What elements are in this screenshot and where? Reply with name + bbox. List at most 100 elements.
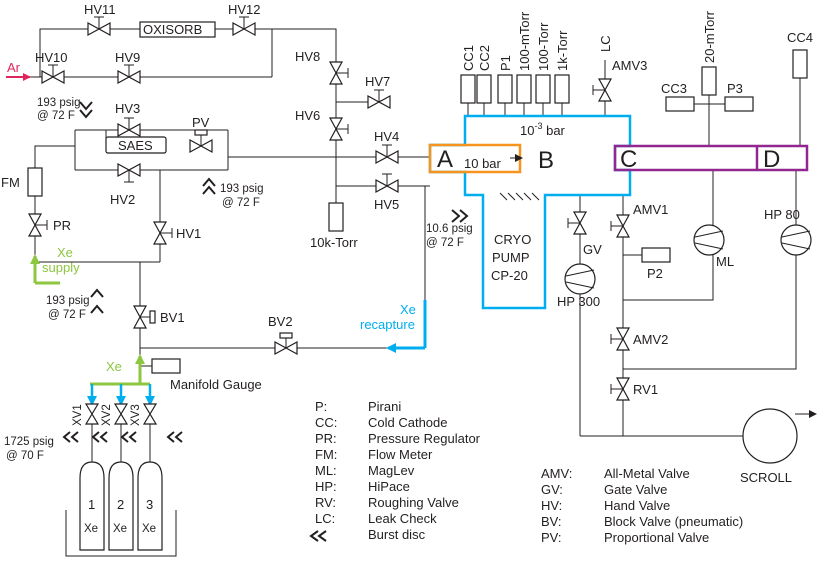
label-xv3: XV3: [130, 404, 142, 426]
label-bottle-1: 1: [88, 497, 95, 512]
top-gauges: [460, 74, 570, 116]
bar-top-exp: -3: [534, 121, 542, 131]
legend-key: CC:: [315, 415, 337, 430]
label-amv1: AMV1: [633, 202, 668, 217]
label-hv11: HV11: [84, 2, 116, 17]
label-hv7: HV7: [365, 74, 390, 89]
legend-value: Proportional Valve: [604, 530, 709, 545]
xv3-valve: [142, 403, 158, 425]
amv3-valve: [592, 78, 613, 102]
hv9-valve: [117, 64, 141, 85]
label-bottle-gas-1: Xe: [84, 523, 98, 535]
legend-key: BV:: [541, 514, 561, 529]
label-lc: LC: [598, 35, 613, 52]
label-20-mtorr: 20-mTorr: [702, 10, 717, 63]
label-1k-torr: 1k-Torr: [555, 30, 570, 71]
label-hp80: HP 80: [764, 207, 800, 222]
bar-top-base: 10: [520, 123, 534, 138]
saes-box: [105, 136, 167, 154]
label-p10-6-2: @ 72 F: [426, 237, 464, 249]
label-xe-recapture-2: recapture: [360, 317, 415, 332]
legend-value: Block Valve (pneumatic): [604, 514, 743, 529]
xv2-valve: [113, 403, 129, 425]
label-pr: PR: [53, 218, 71, 233]
label-100-torr: 100-Torr: [536, 22, 551, 71]
legend-value: Burst disc: [368, 527, 426, 542]
label-hv9: HV9: [115, 50, 140, 65]
legend-value: HiPace: [368, 479, 410, 494]
legend-key: FM:: [315, 447, 337, 462]
legend-value: Leak Check: [368, 511, 437, 526]
label-cryo-1: CRYO: [494, 232, 531, 247]
pr-valve: [27, 213, 48, 237]
label-hv2: HV2: [110, 192, 135, 207]
label-hv12: HV12: [228, 2, 261, 17]
legend-value: Cold Cathode: [368, 415, 448, 430]
hp80-pump: [780, 224, 812, 256]
hp300-pump: [564, 263, 596, 295]
label-gv: GV: [583, 242, 602, 257]
label-p193-a-2: @ 72 F: [37, 110, 75, 122]
xenon-bottles: [65, 424, 177, 557]
label-p193-b-2: @ 72 F: [222, 197, 260, 209]
legend-value: Roughing Valve: [368, 495, 459, 510]
label-hp300: HP 300: [557, 294, 600, 309]
bar-top-unit: bar: [542, 123, 565, 138]
label-ar: Ar: [7, 60, 21, 75]
legend-key: LC:: [315, 511, 335, 526]
label-p1725-2: @ 70 F: [6, 450, 44, 462]
label-bv1: BV1: [160, 310, 185, 325]
label-bottle-3: 3: [146, 497, 153, 512]
label-chamber-b: B: [538, 147, 554, 174]
valve-symbols: [27, 16, 631, 425]
label-scroll: SCROLL: [740, 470, 792, 485]
label-cc4: CC4: [787, 30, 813, 45]
label-chamber-d: D: [763, 146, 780, 173]
hv2-valve: [117, 162, 141, 183]
label-bar-top: 10-3 bar: [520, 121, 566, 138]
label-hv4: HV4: [374, 129, 399, 144]
label-hv10: HV10: [35, 50, 68, 65]
label-rv1: RV1: [633, 382, 658, 397]
label-ml: ML: [716, 254, 734, 269]
legend-value: Gate Valve: [604, 482, 667, 497]
legend-key: PR:: [315, 431, 337, 446]
hv3-valve: [117, 117, 141, 138]
label-p193-a-1: 193 psig: [37, 97, 80, 109]
bottle-feed-arrows: [87, 384, 155, 406]
twenty-mtorr-gauge: [701, 66, 717, 96]
legend-value: All-Metal Valve: [604, 466, 690, 481]
label-xe-manifold: Xe: [106, 359, 122, 374]
label-cc2: CC2: [477, 45, 492, 71]
label-100-mtorr: 100-mTorr: [517, 11, 532, 71]
label-cryo-2: PUMP: [492, 250, 530, 265]
label-xe-supply-2: supply: [42, 260, 80, 275]
label-10k-torr: 10k-Torr: [310, 235, 358, 250]
hv8-valve: [328, 61, 349, 85]
label-cc1: CC1: [461, 45, 476, 71]
label-chamber-a: A: [437, 146, 453, 173]
label-bv2: BV2: [268, 314, 293, 329]
legend-value: Pressure Regulator: [368, 431, 481, 446]
p3-gauge: [724, 96, 754, 112]
label-xv1: XV1: [72, 404, 84, 426]
label-chamber-c: C: [620, 146, 637, 173]
label-amv2: AMV2: [633, 332, 668, 347]
hv4-valve: [375, 144, 399, 165]
flow-meter-box: [27, 167, 43, 197]
burst-disc-icons: [62, 101, 469, 542]
label-oxisorb: OXISORB: [143, 22, 202, 37]
legend-key: AMV:: [541, 466, 572, 481]
label-saes: SAES: [118, 138, 153, 153]
legend-key: GV:: [541, 482, 563, 497]
label-hv6: HV6: [295, 108, 320, 123]
bv2-valve: [274, 332, 298, 356]
hv6-valve: [328, 117, 349, 141]
label-pv: PV: [192, 115, 210, 130]
label-fm: FM: [1, 175, 20, 190]
label-p193-c-1: 193 psig: [46, 295, 89, 307]
label-p1: P1: [498, 55, 513, 71]
label-cc3: CC3: [661, 81, 687, 96]
